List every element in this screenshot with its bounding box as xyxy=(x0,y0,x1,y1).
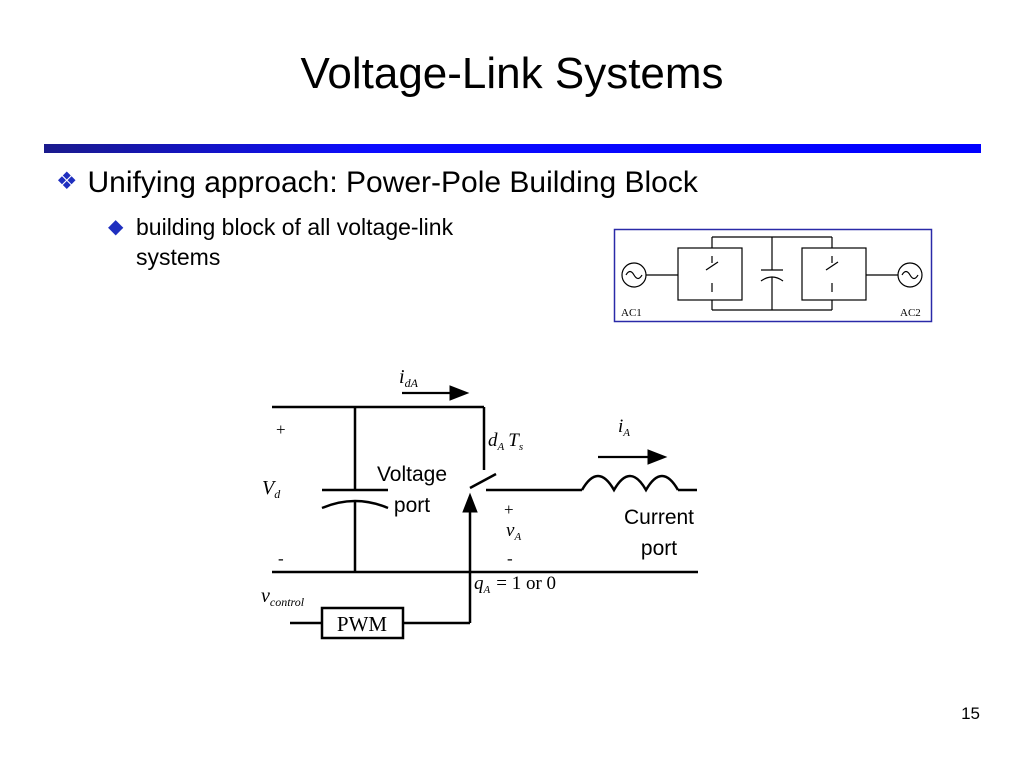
vA-label: vA xyxy=(506,520,521,543)
iA-label: iA xyxy=(618,416,630,439)
vd-plus-sign: + xyxy=(276,420,286,439)
Vd-label: Vd xyxy=(262,477,281,501)
voltage-port-label-line2: port xyxy=(394,494,430,517)
vd-minus-sign: - xyxy=(278,549,284,568)
vcontrol-label: vcontrol xyxy=(261,585,305,609)
bullet-level2-text: building block of all voltage-link syste… xyxy=(136,214,454,270)
pwm-block xyxy=(320,606,405,640)
inset-right-pole xyxy=(801,247,867,301)
inset-left-pole xyxy=(677,247,743,301)
current-port-label-line1: Current xyxy=(624,506,694,529)
bullet-level1-text: Unifying approach: Power-Pole Building B… xyxy=(87,166,698,199)
current-port-label-line2: port xyxy=(641,537,677,560)
va-minus-sign: - xyxy=(507,549,513,568)
bullet-level1: ❖ Unifying approach: Power-Pole Building … xyxy=(56,162,698,203)
pwm-label: PWM xyxy=(337,612,388,636)
va-plus-sign: + xyxy=(504,500,514,519)
inductor xyxy=(580,474,680,493)
diamond-bullet-icon: ◆ xyxy=(108,216,124,238)
title-divider xyxy=(44,144,981,153)
capacitor-curved-plate xyxy=(321,499,389,510)
inset-ac2-label: AC2 xyxy=(900,307,921,319)
ac2-source-icon xyxy=(897,262,923,288)
qA-label: qA= 1 or 0 xyxy=(474,573,556,596)
idA-label: idA xyxy=(399,366,419,390)
inset-frame xyxy=(613,228,933,323)
four-diamond-bullet-icon: ❖ xyxy=(56,168,78,195)
inset-ac1-label: AC1 xyxy=(621,307,642,319)
slide-title: Voltage-Link Systems xyxy=(300,49,724,98)
control-arrow xyxy=(462,492,478,513)
switch-blade xyxy=(469,472,497,490)
voltage-port-label-line1: Voltage xyxy=(377,463,447,486)
page-number: 15 xyxy=(961,704,980,723)
